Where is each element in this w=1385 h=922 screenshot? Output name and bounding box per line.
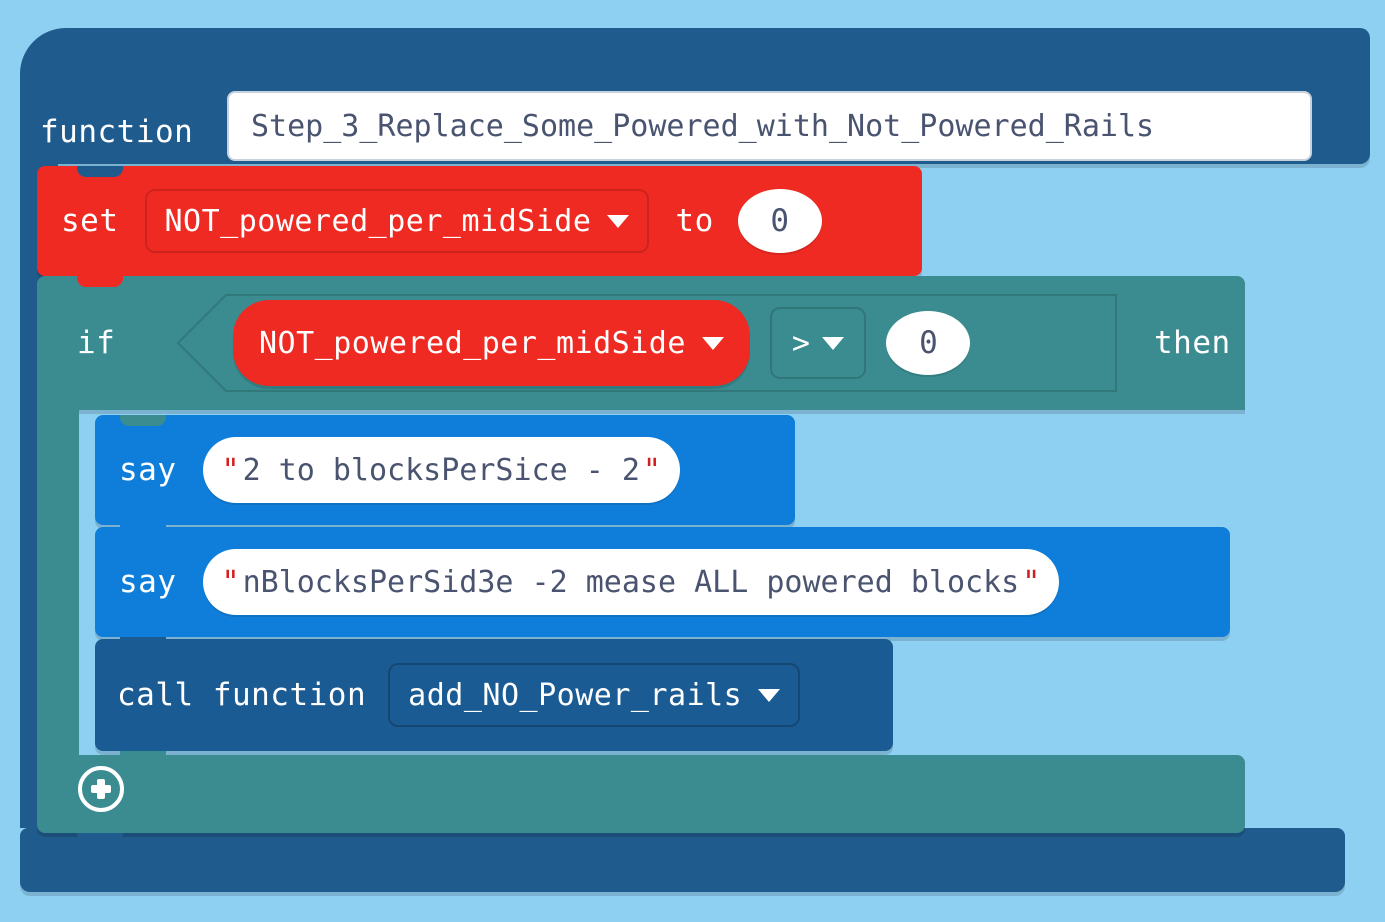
say-keyword-label: say — [119, 452, 177, 488]
quote-open: " — [221, 564, 240, 600]
function-footer — [20, 828, 1345, 892]
chevron-down-icon — [701, 336, 724, 350]
set-value-field[interactable]: 0 — [737, 189, 822, 253]
chevron-down-icon — [822, 336, 845, 350]
chevron-down-icon — [758, 688, 781, 702]
quote-close: " — [642, 452, 661, 488]
quote-close: " — [1022, 564, 1041, 600]
plus-circle-icon[interactable] — [78, 766, 124, 812]
comparison-operator-symbol: > — [791, 325, 811, 361]
set-to-label: to — [675, 203, 714, 239]
block-notch-top — [120, 415, 166, 426]
set-variable-name: NOT_powered_per_midSide — [164, 203, 592, 239]
set-variable-dropdown[interactable]: NOT_powered_per_midSide — [144, 189, 650, 253]
set-variable-block[interactable]: set NOT_powered_per_midSide to 0 — [37, 166, 922, 287]
say-block[interactable]: say " 2 to blocksPerSice - 2 " — [95, 415, 795, 536]
function-keyword-label: function — [40, 114, 194, 150]
block-notch-top — [77, 276, 123, 287]
call-function-keyword-label: call function — [117, 677, 367, 713]
if-block-footer[interactable] — [37, 755, 1245, 844]
if-left-variable-dropdown[interactable]: NOT_powered_per_midSide — [233, 300, 750, 386]
say-block[interactable]: say " nBlocksPerSid3e -2 mease ALL power… — [95, 527, 1230, 648]
if-condition-slot[interactable]: NOT_powered_per_midSide > 0 — [177, 294, 1117, 392]
if-body-left-rail — [37, 410, 79, 755]
block-notch-bottom — [120, 751, 166, 762]
set-keyword-label: set — [61, 203, 119, 239]
quote-open: " — [221, 452, 240, 488]
if-keyword-label: if — [77, 325, 116, 361]
if-block-header[interactable]: if NOT_powered_per_midSide > 0 then — [37, 276, 1245, 410]
chevron-down-icon — [607, 214, 630, 228]
say-text-value: 2 to blocksPerSice - 2 — [242, 452, 640, 488]
call-function-block[interactable]: call function add_NO_Power_rails — [95, 639, 893, 762]
call-function-target-name: add_NO_Power_rails — [408, 677, 743, 713]
if-right-value-field[interactable]: 0 — [886, 311, 971, 375]
call-function-target-dropdown[interactable]: add_NO_Power_rails — [388, 663, 801, 727]
say-keyword-label: say — [119, 564, 177, 600]
block-notch-bottom — [77, 833, 123, 844]
function-name-field[interactable]: Step_3_Replace_Some_Powered_with_Not_Pow… — [227, 91, 1312, 161]
comparison-operator-dropdown[interactable]: > — [769, 307, 867, 379]
if-left-variable-name: NOT_powered_per_midSide — [259, 325, 686, 361]
say-text-field[interactable]: " nBlocksPerSid3e -2 mease ALL powered b… — [202, 549, 1060, 615]
block-notch-top — [77, 166, 123, 177]
if-then-label: then — [1154, 325, 1231, 361]
say-text-field[interactable]: " 2 to blocksPerSice - 2 " — [202, 437, 680, 503]
say-text-value: nBlocksPerSid3e -2 mease ALL powered blo… — [242, 564, 1020, 600]
hexagon-outline-icon — [177, 294, 1117, 392]
